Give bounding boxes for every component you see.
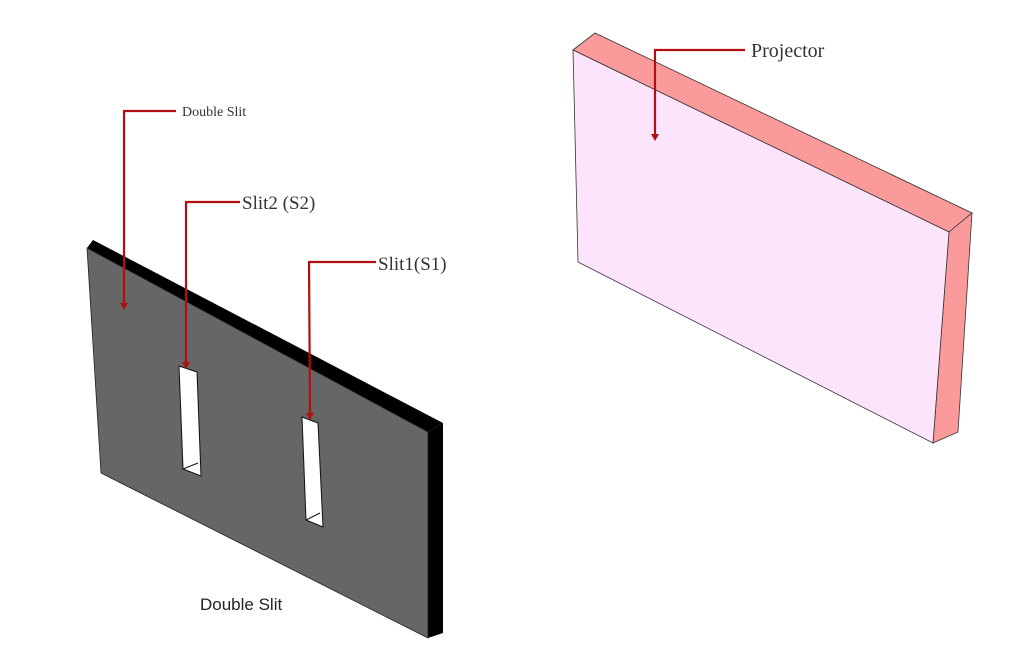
arrowhead-icon [120,303,128,310]
slit2 [178,365,202,477]
plate-side-edge [428,423,443,638]
slit2-callout-line [184,200,240,364]
double-slit-callout-label: Double Slit [182,105,246,120]
projector-screen [572,32,973,444]
double-slit-callout-line [122,109,176,305]
double-slit-plate [86,240,443,639]
slit1-callout-line [307,260,376,416]
arrowhead-icon [182,362,190,369]
arrowhead-icon [651,134,659,141]
slit2-label: Slit2 (S2) [242,193,315,214]
double-slit-caption: Double Slit [200,595,282,614]
plate-front-face [86,247,429,639]
plate-top-edge [87,240,443,432]
slit1 [301,416,324,528]
screen-front-face [572,49,950,444]
slit1-label: Slit1(S1) [378,254,447,275]
arrowhead-icon [306,413,314,420]
projector-callout-line [653,48,745,136]
projector-label: Projector [751,40,825,62]
